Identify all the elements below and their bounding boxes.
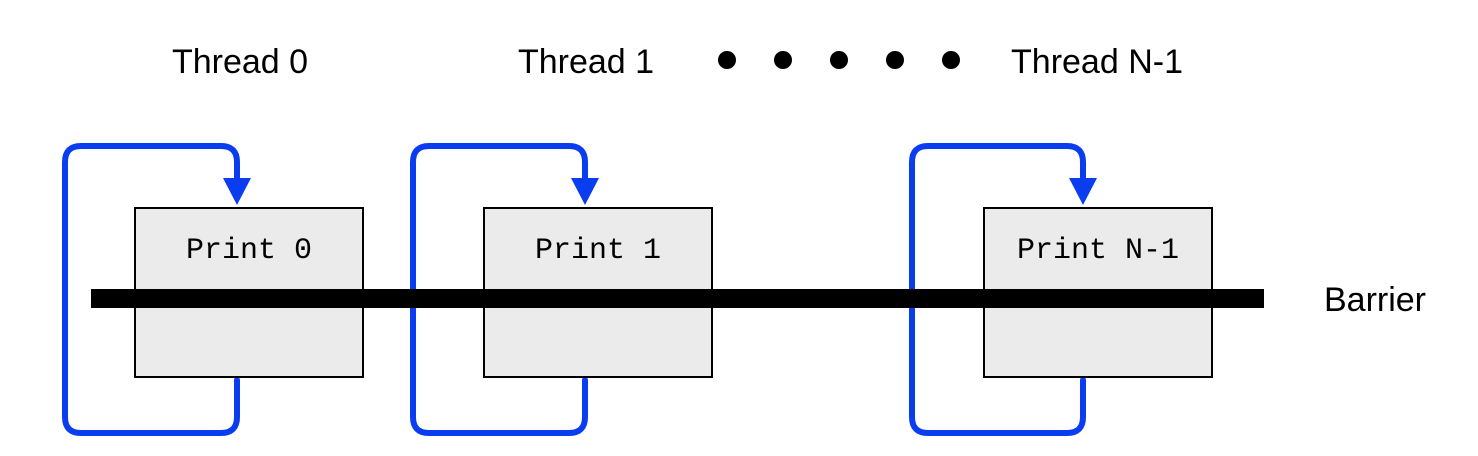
thread-label-1: Thread 1 [518, 43, 654, 81]
arrowhead-icon [1069, 178, 1097, 205]
barrier-bar [91, 289, 1264, 308]
ellipsis-dot [774, 51, 792, 69]
arrowhead-icon [223, 178, 251, 205]
ellipsis-dot [886, 51, 904, 69]
ellipsis-dot [718, 51, 736, 69]
ellipsis-dot [942, 51, 960, 69]
loop-arrow-thread-0 [62, 143, 240, 436]
ellipsis-dot [830, 51, 848, 69]
print-box-label-0: Print 0 [186, 234, 312, 268]
arrowhead-icon [571, 178, 599, 205]
thread-label-0: Thread 0 [172, 43, 308, 81]
thread-label-n-1: Thread N-1 [1011, 43, 1183, 81]
print-box-label-1: Print 1 [535, 234, 661, 268]
barrier-label: Barrier [1324, 281, 1426, 319]
ellipsis-dots [718, 51, 960, 69]
print-box-label-n-1: Print N-1 [1017, 234, 1179, 268]
